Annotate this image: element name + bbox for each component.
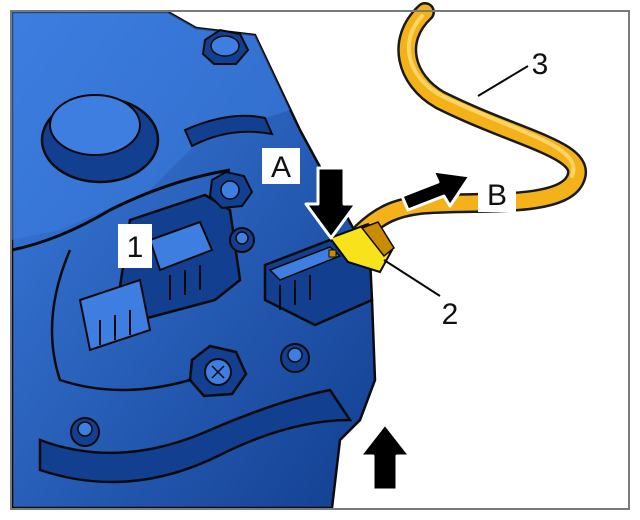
screw-1 (208, 170, 254, 210)
plate-contour-line (50, 249, 191, 392)
cable-plug (328, 221, 395, 274)
callout-text-a: A (271, 151, 291, 184)
leader-line-3 (477, 65, 529, 97)
plug-latch (328, 249, 337, 258)
connector-pins (99, 265, 201, 345)
connector-latch-upper (148, 220, 214, 272)
socket-ribs (279, 275, 311, 310)
callout-text-2: 2 (442, 298, 459, 331)
bolt-top (201, 28, 250, 65)
housing-edge-curve (11, 168, 231, 252)
connector-block (78, 193, 242, 352)
round-boss (40, 94, 160, 184)
screw-4 (280, 343, 310, 373)
callout-text-b: B (487, 179, 507, 212)
screw-3 (188, 344, 248, 398)
callout-label-a: A (262, 148, 300, 184)
callout-text-1: 1 (127, 231, 144, 264)
leader-line-2 (383, 259, 441, 297)
cable-highlight (406, 14, 576, 178)
lower-plate (38, 388, 353, 484)
screw-2 (229, 227, 255, 253)
callout-text-3: 3 (532, 48, 549, 81)
figure-frame (10, 10, 630, 510)
callout-label-b: B (478, 176, 516, 212)
arrow-down-icon (304, 166, 358, 240)
socket-face (268, 246, 342, 281)
socket-block (263, 238, 374, 327)
callout-label-1: 1 (118, 224, 152, 268)
arrow-up-icon (358, 422, 412, 492)
screw-5 (70, 417, 100, 447)
cable (352, 2, 587, 242)
housing-groove (183, 114, 274, 148)
plug-collar (360, 221, 395, 258)
arrow-up-right-icon (400, 169, 472, 212)
